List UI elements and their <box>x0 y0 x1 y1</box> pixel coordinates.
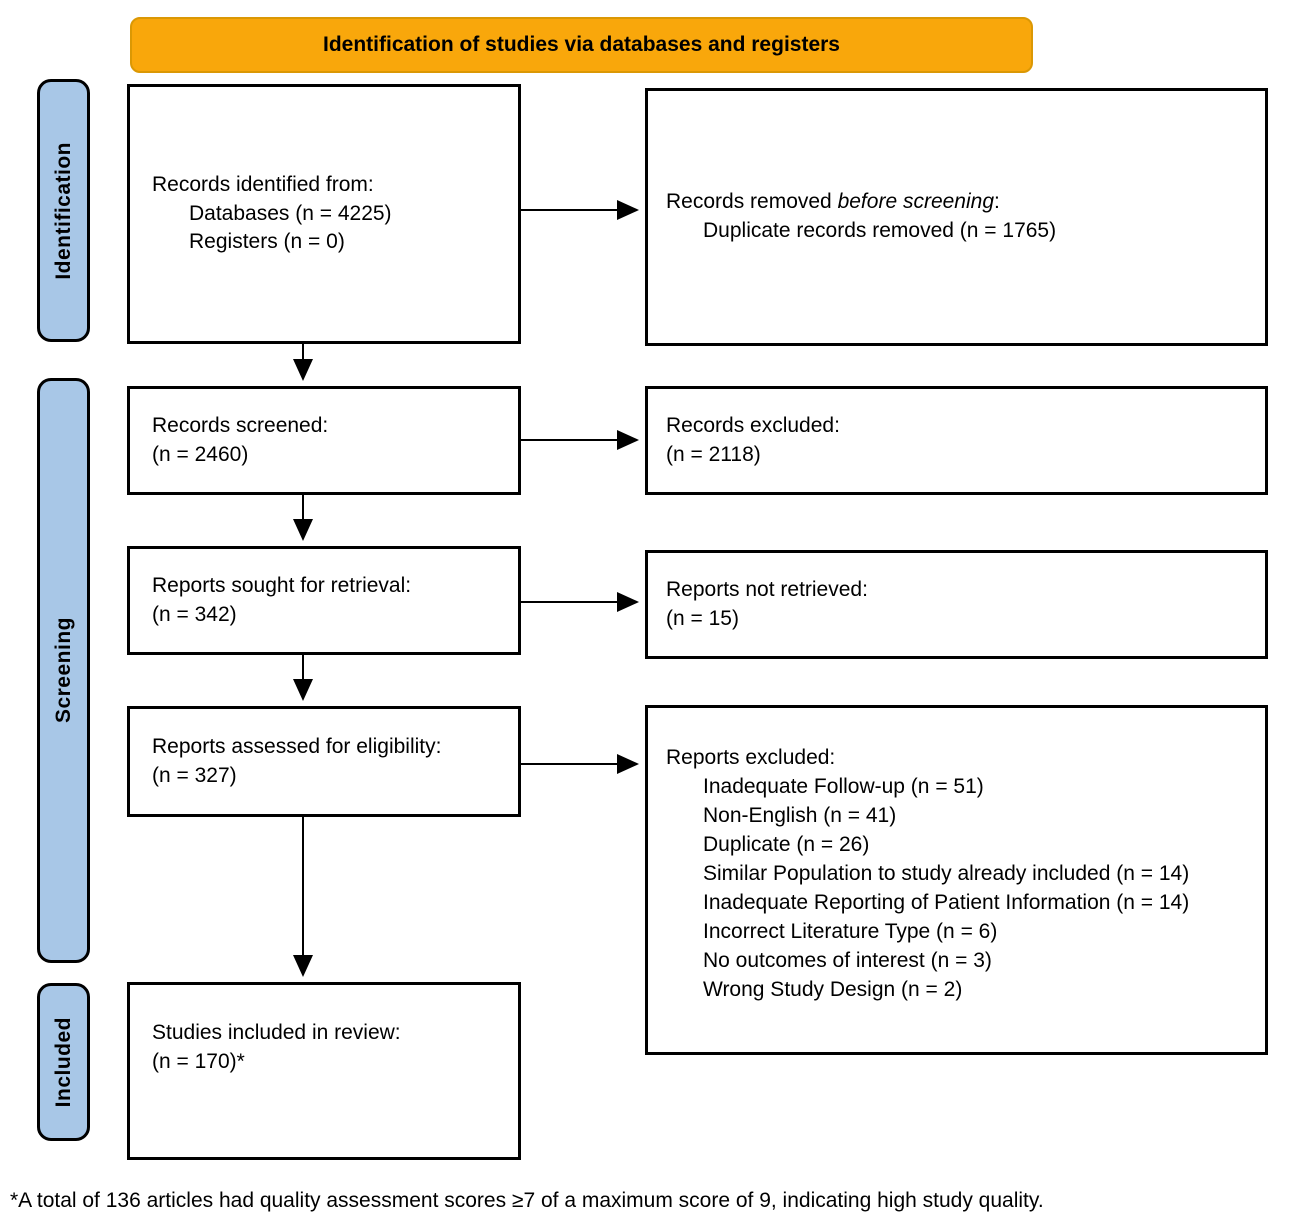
records-screened-line2: (n = 2460) <box>152 442 249 466</box>
reports-assessed-box: Reports assessed for eligibility: (n = 3… <box>127 706 521 817</box>
reports-excluded-reason: Wrong Study Design (n = 2) <box>703 977 963 1001</box>
stage-included: Included <box>37 983 90 1141</box>
reports-sought-box: Reports sought for retrieval: (n = 342) <box>127 546 521 655</box>
reports-not-retrieved-line1: Reports not retrieved: <box>666 577 868 601</box>
reports-assessed-line1: Reports assessed for eligibility: <box>152 734 442 758</box>
reports-not-retrieved-line2: (n = 15) <box>666 606 739 630</box>
stage-included-label: Included <box>51 1016 75 1108</box>
reports-excluded-box: Reports excluded: Inadequate Follow-up (… <box>645 705 1268 1055</box>
reports-sought-line2: (n = 342) <box>152 602 237 626</box>
reports-excluded-reason: Duplicate (n = 26) <box>703 832 870 856</box>
reports-excluded-reason: Similar Population to study already incl… <box>703 861 1190 885</box>
records-identified-line2: Databases (n = 4225) <box>189 201 392 225</box>
reports-excluded-reason: Non-English (n = 41) <box>703 803 897 827</box>
reports-excluded-reason: Inadequate Follow-up (n = 51) <box>703 774 984 798</box>
studies-included-line2: (n = 170)* <box>152 1049 245 1073</box>
records-removed-italic: before screening <box>837 190 995 214</box>
title-banner-label: Identification of studies via databases … <box>323 33 840 56</box>
stage-identification-label: Identification <box>51 141 75 280</box>
stage-screening-label: Screening <box>51 617 75 724</box>
records-identified-line1: Records identified from: <box>152 172 374 196</box>
reports-excluded-reason: No outcomes of interest (n = 3) <box>703 948 992 972</box>
reports-assessed-line2: (n = 327) <box>152 763 237 787</box>
studies-included-line1: Studies included in review: <box>152 1021 401 1044</box>
studies-included-box: Studies included in review: (n = 170)* <box>127 982 521 1160</box>
stage-screening: Screening <box>37 378 90 963</box>
quality-footnote: *A total of 136 articles had quality ass… <box>10 1189 1044 1212</box>
records-excluded-line2: (n = 2118) <box>666 442 761 466</box>
records-excluded-line1: Records excluded: <box>666 413 840 437</box>
records-screened-line1: Records screened: <box>152 413 329 437</box>
records-removed-line2: Duplicate records removed (n = 1765) <box>703 219 1057 242</box>
reports-sought-line1: Reports sought for retrieval: <box>152 573 412 597</box>
reports-not-retrieved-box: Reports not retrieved: (n = 15) <box>645 550 1268 659</box>
reports-excluded-reason: Inadequate Reporting of Patient Informat… <box>703 890 1190 914</box>
title-banner: Identification of studies via databases … <box>130 17 1033 73</box>
records-removed-box: Records removed before screening: Duplic… <box>645 88 1268 346</box>
reports-excluded-reason: Incorrect Literature Type (n = 6) <box>703 919 998 943</box>
records-removed-line1: Records removed before screening: <box>666 190 1000 214</box>
records-identified-line3: Registers (n = 0) <box>189 230 345 254</box>
records-screened-box: Records screened: (n = 2460) <box>127 386 521 495</box>
stage-identification: Identification <box>37 79 90 342</box>
records-excluded-box: Records excluded: (n = 2118) <box>645 386 1268 495</box>
reports-excluded-title: Reports excluded: <box>666 746 836 769</box>
records-identified-box: Records identified from: Databases (n = … <box>127 84 521 344</box>
